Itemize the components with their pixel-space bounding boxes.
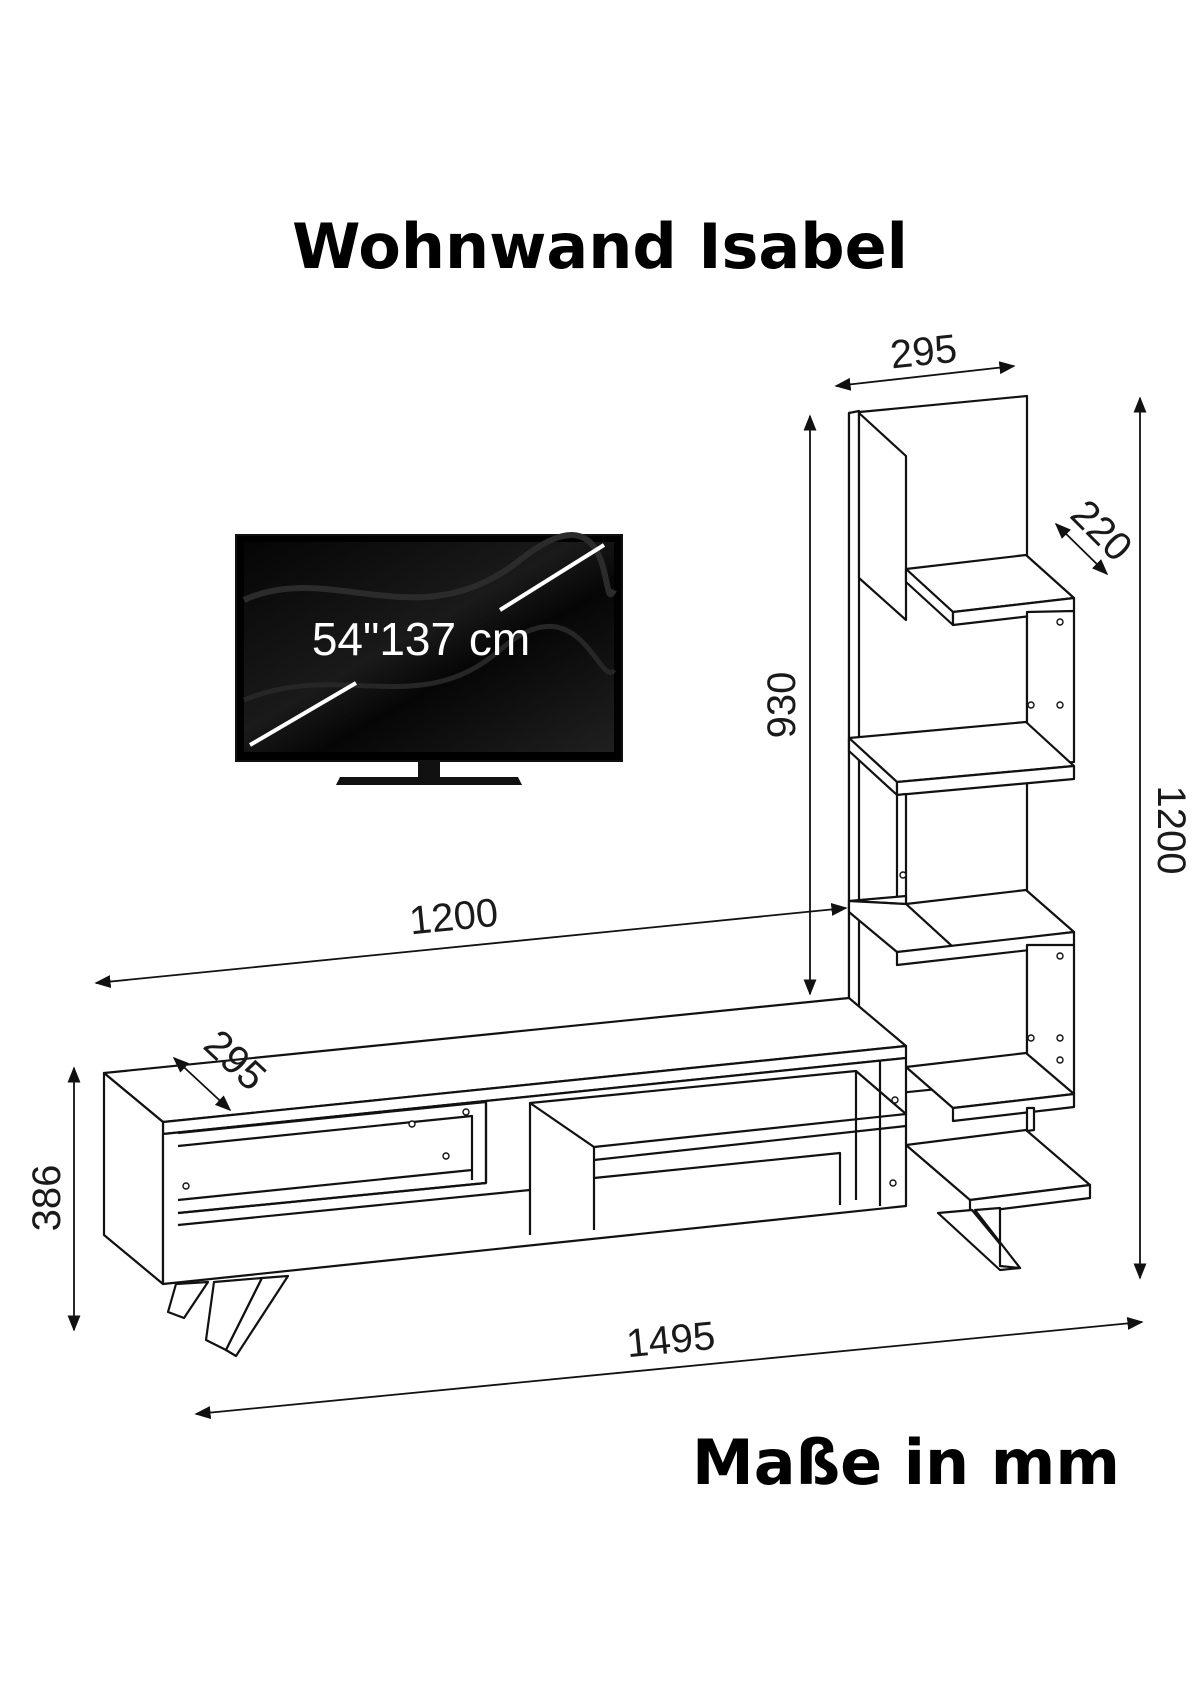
- dim-tv-unit-width: 1200: [407, 891, 500, 944]
- dim-tv-unit-height: 386: [25, 1165, 69, 1232]
- dim-total-height: 1200: [1149, 786, 1193, 875]
- page-title: Wohnwand Isabel: [292, 210, 908, 283]
- units-note: Maße in mm: [692, 1426, 1120, 1499]
- dim-shelf-step-depth: 220: [1062, 492, 1140, 570]
- tv-lowboard: [102, 996, 908, 1358]
- dim-shelf-top-width: 295: [888, 327, 959, 378]
- dim-total-width: 1495: [624, 1314, 717, 1366]
- flat-screen-tv-icon: 54"137 cm: [235, 531, 623, 785]
- tv-size-label: 54"137 cm: [312, 613, 530, 665]
- dim-shelf-height-above-unit: 930: [760, 672, 804, 739]
- step-bookshelf: [847, 394, 1092, 1272]
